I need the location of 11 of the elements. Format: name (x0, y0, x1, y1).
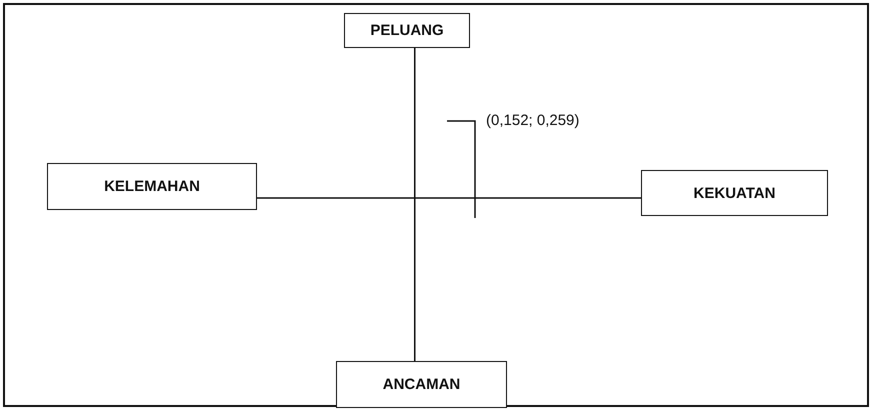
box-label: KELEMAHAN (104, 178, 200, 195)
box-label: PELUANG (370, 22, 444, 39)
label-box (47, 163, 257, 210)
axis-line (414, 48, 416, 361)
box-label: ANCAMAN (382, 376, 460, 393)
label-box (336, 361, 507, 408)
coordinate-label: (0,152; 0,259) (486, 112, 580, 129)
axis-line (257, 197, 641, 199)
box-label: KEKUATAN (694, 184, 776, 202)
label-box (344, 13, 470, 48)
label-box (641, 170, 828, 216)
